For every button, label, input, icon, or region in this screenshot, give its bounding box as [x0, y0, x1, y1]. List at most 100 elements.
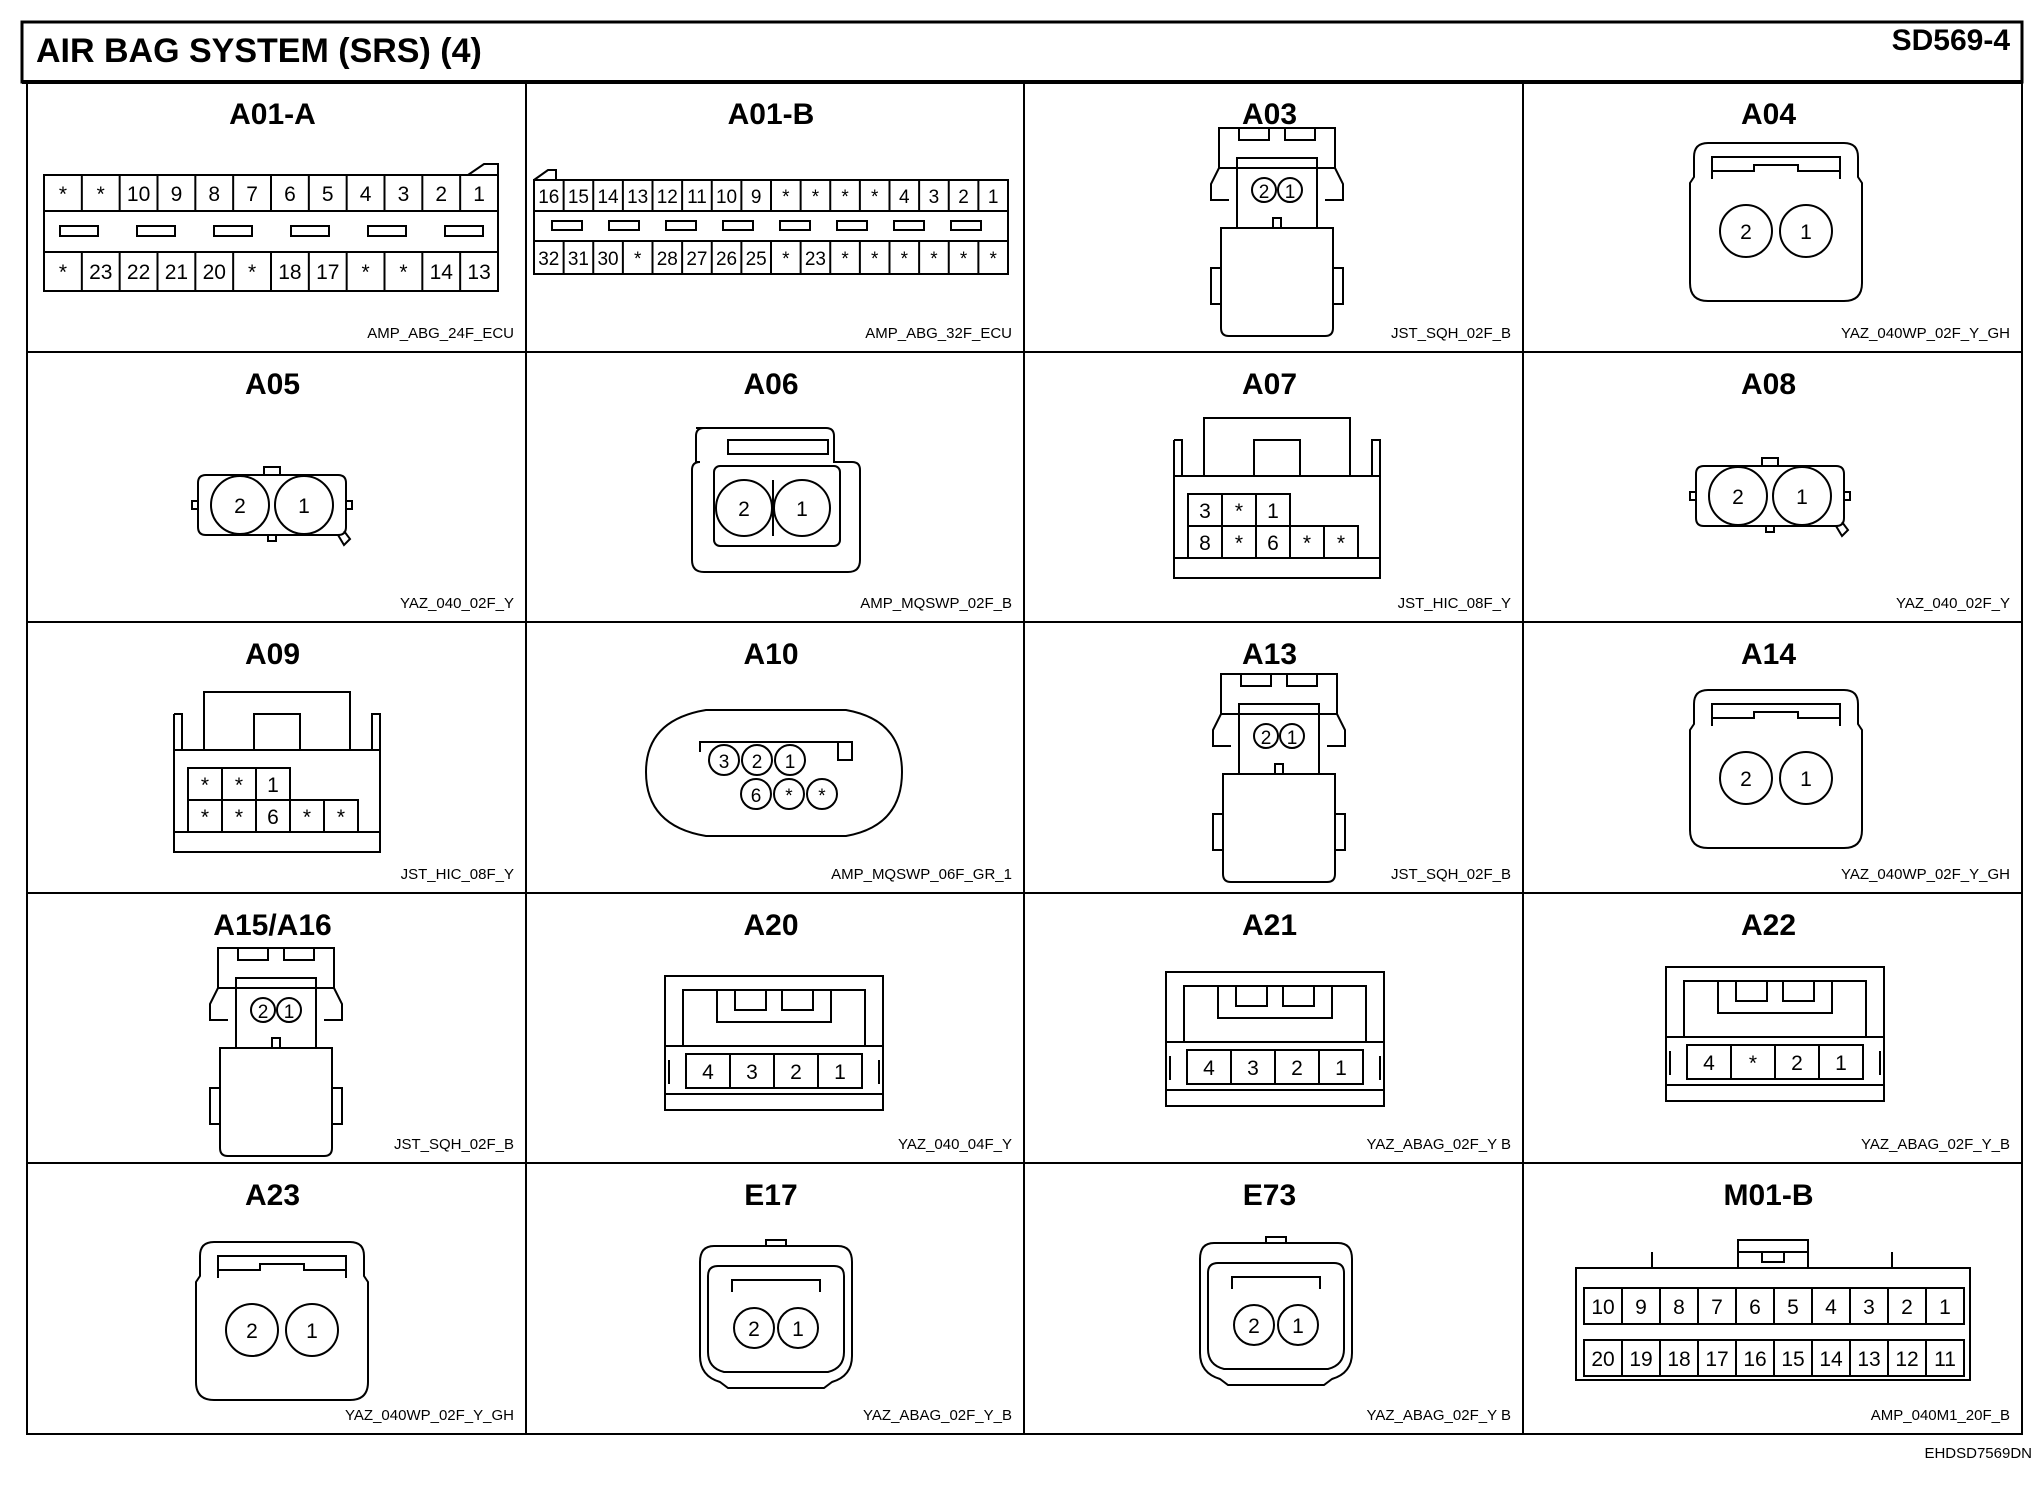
- connector-a10-drawing: [644, 709, 904, 837]
- a20-pin-0-label: 4: [702, 1061, 714, 1084]
- m01-b-pin-r1-9-box: [1925, 1287, 1965, 1325]
- a09-pin-r1-1-label: *: [235, 774, 243, 797]
- connector-label-a20: A20: [743, 909, 798, 942]
- connector-label-a13: A13: [1242, 638, 1297, 671]
- a01-b-pin-r1-7: 9: [751, 187, 762, 208]
- connector-label-a03: A03: [1242, 98, 1297, 131]
- a22-pin-1-label: *: [1749, 1052, 1757, 1075]
- page-title: AIR BAG SYSTEM (SRS) (4): [36, 32, 482, 70]
- a04-pin-1-circle: [1719, 204, 1773, 258]
- a10-pin-r1-2-label: 1: [785, 752, 796, 773]
- m01-b-pin-r2-2-label: 18: [1667, 1348, 1690, 1371]
- connector-name-a07: JST_HIC_08F_Y: [1398, 595, 1511, 612]
- a10-oval-shell: [644, 709, 904, 837]
- connector-name-a13: JST_SQH_02F_B: [1391, 866, 1511, 883]
- a06-outer-shell: [691, 427, 861, 573]
- a09-housing: [173, 691, 381, 853]
- a20-housing: [664, 975, 884, 1111]
- a01-a-pin-r1-3: 9: [171, 183, 183, 206]
- connector-name-a04: YAZ_040WP_02F_Y_GH: [1841, 325, 2010, 342]
- e73-pin-1-label: 2: [1248, 1315, 1260, 1338]
- a21-housing: [1165, 971, 1385, 1107]
- a01-a-pin-r1-2: 10: [127, 183, 150, 206]
- a08-pin-1-label: 2: [1732, 486, 1744, 509]
- a01-a-pin-r1-0: *: [59, 183, 67, 206]
- a01-b-pin-r2-0: 32: [538, 249, 559, 270]
- a07-pin-r2-0-label: 8: [1199, 532, 1211, 555]
- a01-a-slot: [59, 225, 99, 237]
- a04-pin-2-label: 1: [1800, 221, 1812, 244]
- a01-a-pin-r1-8: 4: [360, 183, 372, 206]
- m01-b-pin-r2-1-label: 19: [1629, 1348, 1652, 1371]
- a01-b-pin-r1-3: 13: [627, 187, 648, 208]
- m01-b-pin-r2-3-label: 17: [1705, 1348, 1728, 1371]
- m01-b-housing: [1575, 1267, 1971, 1381]
- a23-pin-1-circle: [225, 1303, 279, 1357]
- a14-pin-1-label: 2: [1740, 768, 1752, 791]
- a01-a-slot: [444, 225, 484, 237]
- a07-pin-r1-1-label: *: [1235, 500, 1243, 523]
- a22-pin-3-box: [1818, 1044, 1864, 1080]
- a01-b-pin-r2-13: *: [930, 249, 938, 270]
- a01-b-pin-r1-11: *: [871, 187, 879, 208]
- connector-a06-drawing: [691, 427, 861, 573]
- m01-b-pin-r2-8-label: 12: [1895, 1348, 1918, 1371]
- a21-pin-1-label: 3: [1247, 1057, 1259, 1080]
- connector-label-m01-b: M01-B: [1723, 1179, 1813, 1212]
- connector-label-a21: A21: [1242, 909, 1297, 942]
- e73-pin-1-circle: [1233, 1304, 1275, 1346]
- a01-b-pin-r2-7: 25: [746, 249, 767, 270]
- a10-pin-r1-2-circle: [774, 744, 806, 776]
- a06-pin-2-label: 1: [796, 498, 808, 521]
- a10-inner-key: [699, 741, 853, 761]
- m01-b-pin-r1-0-label: 10: [1591, 1296, 1614, 1319]
- a14-pin-2-label: 1: [1800, 768, 1812, 791]
- a21-pin-0-label: 4: [1203, 1057, 1215, 1080]
- a10-pin-r1-0-label: 3: [719, 752, 730, 773]
- a01-a-pin-r1-7: 5: [322, 183, 334, 206]
- a01-a-pin-r1-1: *: [97, 183, 105, 206]
- a08-pin-2-label: 1: [1796, 486, 1808, 509]
- e17-key: [731, 1239, 821, 1292]
- a15-a16-pin-2-label: 1: [284, 1002, 295, 1023]
- e17-outer-shell: [699, 1245, 853, 1389]
- a06-inner-shell: [713, 465, 841, 547]
- e17-inner-shell: [707, 1265, 845, 1373]
- a01-b-slot: [836, 220, 868, 231]
- a07-pin-r1-2-label: 1: [1267, 500, 1279, 523]
- a01-b-pin-r1-5: 11: [687, 187, 707, 208]
- a01-b-pin-r2-3: *: [634, 249, 642, 270]
- connector-name-a08: YAZ_040_02F_Y: [1896, 595, 2010, 612]
- connector-name-a01-a: AMP_ABG_24F_ECU: [367, 325, 514, 342]
- a15-a16-pin-2-circle: [276, 997, 302, 1023]
- a14-lock-bar: [1711, 703, 1841, 726]
- a13-pin-2-label: 1: [1287, 728, 1298, 749]
- m01-b-pin-r2-0-label: 20: [1591, 1348, 1614, 1371]
- connector-label-a23: A23: [245, 1179, 300, 1212]
- connector-label-a22: A22: [1741, 909, 1796, 942]
- a22-pin-2-label: 2: [1791, 1052, 1803, 1075]
- a01-b-pin-r1-14: 2: [958, 187, 969, 208]
- a03-pin-1-circle: [1251, 177, 1277, 203]
- a15-a16-pin-1-circle: [250, 997, 276, 1023]
- a07-pin-r2-3-label: *: [1303, 532, 1311, 555]
- connector-name-e17: YAZ_ABAG_02F_Y_B: [863, 1407, 1012, 1424]
- a05-tabs: [191, 466, 353, 547]
- a01-a-pin-r2-7: 17: [316, 261, 339, 284]
- a22-pin-0-label: 4: [1703, 1052, 1715, 1075]
- a21-rails: [1166, 1041, 1384, 1091]
- a21-pin-3-label: 1: [1335, 1057, 1347, 1080]
- a01-b-key-tab: [533, 169, 557, 181]
- a21-lock: [1183, 985, 1367, 1042]
- a01-b-pin-r2-10: *: [841, 249, 849, 270]
- a22-housing: [1665, 966, 1885, 1102]
- m01-b-pin-r2-9-label: 11: [1934, 1348, 1956, 1371]
- a01-a-pin-r1-9: 3: [398, 183, 410, 206]
- a20-pin-2-label: 2: [790, 1061, 802, 1084]
